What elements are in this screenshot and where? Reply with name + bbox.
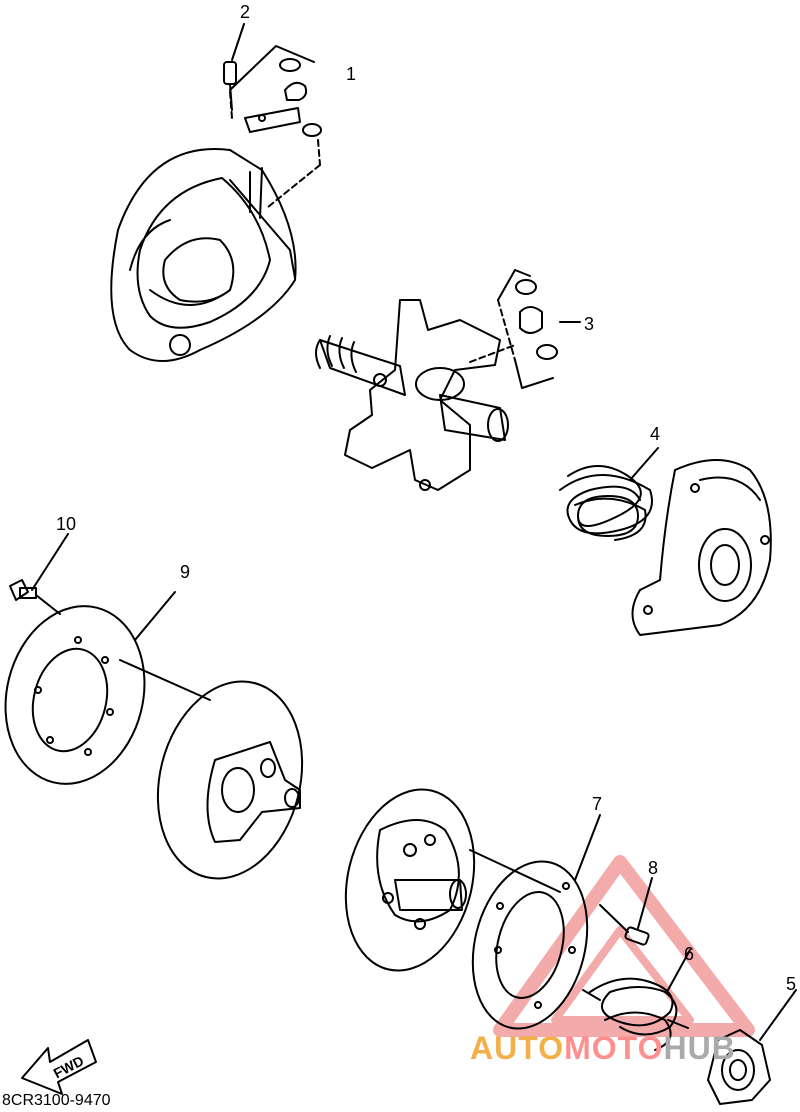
callout-8: 8 [648,858,658,878]
part-1-slider-bracket [229,45,322,208]
part-5-cap [707,989,797,1105]
watermark-part3: HUB [663,1030,736,1066]
primary-sheave-housing [110,148,297,362]
part-6-small-spring [582,949,691,1051]
callout-1: 1 [346,64,356,84]
callout-5: 5 [786,974,796,994]
fwd-arrow-icon [21,1039,97,1095]
watermark: AUTOMOTOHUB [470,1030,736,1067]
part-8-screw [599,877,653,946]
watermark-triangle-icon [493,855,755,1037]
part-3-spider-hub [315,269,581,491]
callout-6: 6 [684,944,694,964]
part-2-screw [223,23,245,111]
spider-cover-plate [631,459,772,636]
part-10-bolt [9,533,69,615]
part-4-compression-spring [559,447,659,541]
watermark-part1: AUTO [470,1030,565,1066]
watermark-part2: MOTO [564,1030,664,1066]
drawing-code: 8CR3100-9470 [2,1092,111,1109]
secondary-movable-sheave [156,680,304,880]
callout-10: 10 [56,514,76,534]
callout-4: 4 [650,424,660,444]
callout-3: 3 [584,314,594,334]
callout-9: 9 [180,562,190,582]
part-9-thrust-plate [4,591,211,785]
callout-2: 2 [240,2,250,22]
callout-7: 7 [592,794,602,814]
part-7-sheave-assembly [344,788,601,1030]
